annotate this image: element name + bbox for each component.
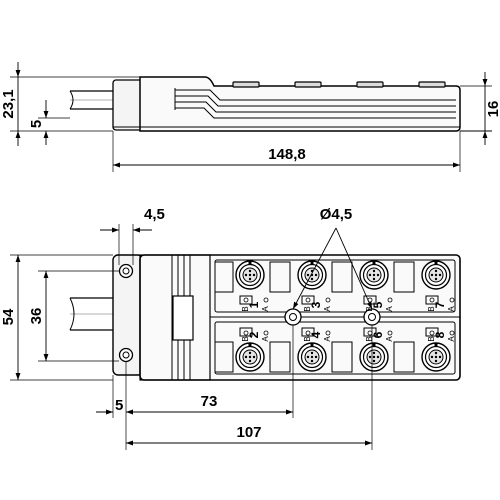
led-label-b: B [365, 306, 374, 311]
side-connectors [232, 81, 446, 88]
m12-connector-1 [235, 260, 265, 290]
side-cable [69, 90, 115, 110]
center-hole-1 [284, 308, 302, 326]
led-dot [263, 330, 269, 336]
dimension-4-5: 4,5 [100, 206, 165, 265]
m12-connectors [235, 260, 451, 372]
led-dot [243, 330, 249, 336]
m12-connector-6 [359, 342, 389, 372]
label-hole-diameter: Ø4,5 [320, 206, 353, 223]
label-side-cable-offset: 5 [28, 120, 45, 128]
side-view: 23,1 5 16 148,8 [0, 62, 500, 172]
dimension-107: 107 [126, 325, 373, 450]
label-overall-width: 54 [0, 308, 17, 325]
led-label-a: A [261, 336, 270, 342]
led-label-a: A [447, 306, 456, 312]
label-mount-offset: 4,5 [144, 206, 165, 223]
led-label-b: B [427, 336, 436, 341]
led-dot [367, 330, 373, 336]
label-first-hole-distance: 73 [201, 393, 218, 410]
led-dot [305, 297, 311, 303]
top-cable [69, 297, 115, 331]
label-side-body-height: 16 [485, 101, 500, 118]
mount-hole-lower [118, 347, 134, 363]
port-number-7: 7 [433, 301, 447, 308]
led-dot [429, 330, 435, 336]
led-indicators [243, 297, 455, 336]
port-frames [214, 259, 456, 375]
label-second-hole-distance: 107 [236, 424, 261, 441]
side-strain-relief [112, 79, 144, 131]
led-label-b: B [241, 306, 250, 311]
dimension-23-1: 23,1 [0, 62, 140, 146]
led-label-a: A [323, 306, 332, 312]
dimension-148-8: 148,8 [112, 131, 461, 172]
label-mount-spacing: 36 [28, 308, 45, 325]
port-number-1: 1 [247, 301, 261, 308]
led-dot [429, 297, 435, 303]
port-number-5: 5 [371, 301, 385, 308]
side-housing-ridges [174, 88, 456, 119]
dimension-hole-diameter: Ø4,5 [292, 206, 373, 310]
led-dot [263, 297, 269, 303]
m12-connector-4 [297, 342, 327, 372]
led-label-b: B [427, 306, 436, 311]
m12-connector-3 [297, 260, 327, 290]
grip-section [139, 254, 460, 381]
led-dot [449, 330, 455, 336]
dimension-5-side: 5 [28, 100, 70, 145]
label-side-height: 23,1 [0, 89, 17, 118]
led-label-a: A [323, 336, 332, 342]
led-dot [449, 297, 455, 303]
dimension-16: 16 [460, 72, 500, 145]
led-label-b: B [303, 336, 312, 341]
port-number-3: 3 [309, 301, 323, 308]
port-number-2: 2 [247, 331, 261, 338]
m12-connector-5 [359, 260, 389, 290]
m12-connector-2 [235, 342, 265, 372]
dimension-54: 54 [0, 254, 113, 381]
dimension-5-bottom: 5 [96, 361, 127, 450]
led-dot [325, 297, 331, 303]
led-dot [387, 297, 393, 303]
port-number-8: 8 [433, 331, 447, 338]
led-label-a: A [261, 306, 270, 312]
led-label-a: A [385, 336, 394, 342]
m12-connector-8 [421, 342, 451, 372]
dimension-36: 36 [28, 270, 119, 362]
mount-hole-upper [118, 263, 134, 279]
dimension-73: 73 [126, 325, 294, 418]
port-number-4: 4 [309, 331, 323, 338]
label-hole-to-edge: 5 [115, 397, 123, 414]
led-label-a: A [447, 336, 456, 342]
port-number-6: 6 [371, 331, 385, 338]
label-overall-length: 148,8 [268, 146, 306, 163]
led-dot [325, 330, 331, 336]
led-label-a: A [385, 306, 394, 312]
led-dot [243, 297, 249, 303]
led-label-b: B [303, 306, 312, 311]
m12-connector-7 [421, 260, 451, 290]
led-dot [305, 330, 311, 336]
led-label-b: B [241, 336, 250, 341]
led-label-b: B [365, 336, 374, 341]
led-dot [387, 330, 393, 336]
